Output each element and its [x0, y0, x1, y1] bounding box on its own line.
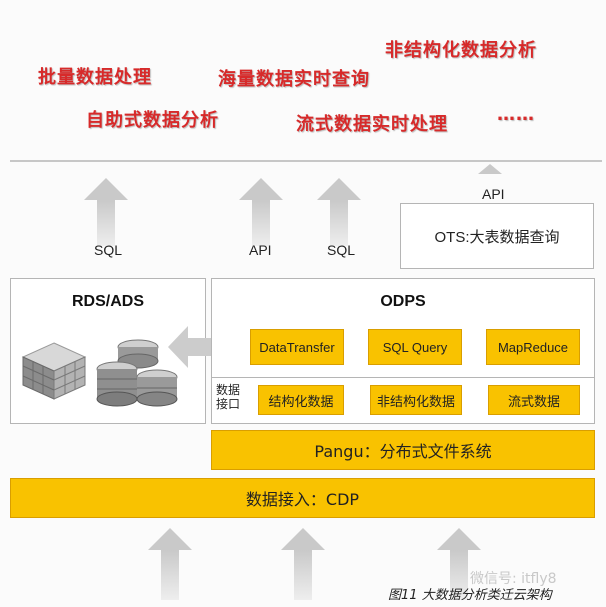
- figure-caption: 图11 大数据分析类迁云架构: [388, 588, 552, 603]
- odps-service-datatransfer: DataTransfer: [250, 329, 344, 365]
- scenario-self-service: 自助式数据分析: [86, 110, 219, 131]
- left-arrow-icon: [168, 326, 212, 368]
- ots-box: OTS:大表数据查询: [400, 203, 594, 269]
- arrow-label-api-right: API: [482, 186, 505, 202]
- odps-divider: [212, 377, 594, 378]
- data-interface-label-line1: 数据: [216, 383, 241, 397]
- data-type-stream: 流式数据: [488, 385, 580, 415]
- odps-box: ODPS DataTransfer SQL Query MapReduce 数据…: [211, 278, 595, 424]
- odps-service-sql-query: SQL Query: [368, 329, 462, 365]
- rds-ads-title: RDS/ADS: [71, 293, 144, 310]
- data-cube-icon: [21, 342, 87, 400]
- odps-title: ODPS: [380, 293, 426, 310]
- scenario-unstructured: 非结构化数据分析: [385, 40, 537, 61]
- arrow-label-sql-mid: SQL: [327, 242, 356, 258]
- pangu-bar: Pangu：分布式文件系统: [211, 430, 595, 470]
- scenario-realtime-query: 海量数据实时查询: [218, 69, 370, 90]
- odps-service-mapreduce: MapReduce: [486, 329, 580, 365]
- scenario-batch: 批量数据处理: [38, 67, 152, 88]
- data-type-unstructured: 非结构化数据: [370, 385, 462, 415]
- arrow-label-sql-left: SQL: [94, 242, 123, 258]
- watermark: 微信号: itfly8: [470, 571, 557, 587]
- data-interface-label-line2: 接口: [216, 397, 241, 411]
- cdp-bar: 数据接入：CDP: [10, 478, 595, 518]
- layer-divider: [10, 160, 602, 162]
- data-type-structured: 结构化数据: [258, 385, 344, 415]
- ots-label: OTS:大表数据查询: [434, 228, 560, 246]
- scenario-stream: 流式数据实时处理: [296, 114, 448, 135]
- database-icon: [96, 339, 178, 407]
- arrow-label-api-mid: API: [249, 242, 272, 258]
- data-interface-label: 数据 接口: [216, 383, 240, 411]
- scenario-more: ……: [497, 104, 535, 125]
